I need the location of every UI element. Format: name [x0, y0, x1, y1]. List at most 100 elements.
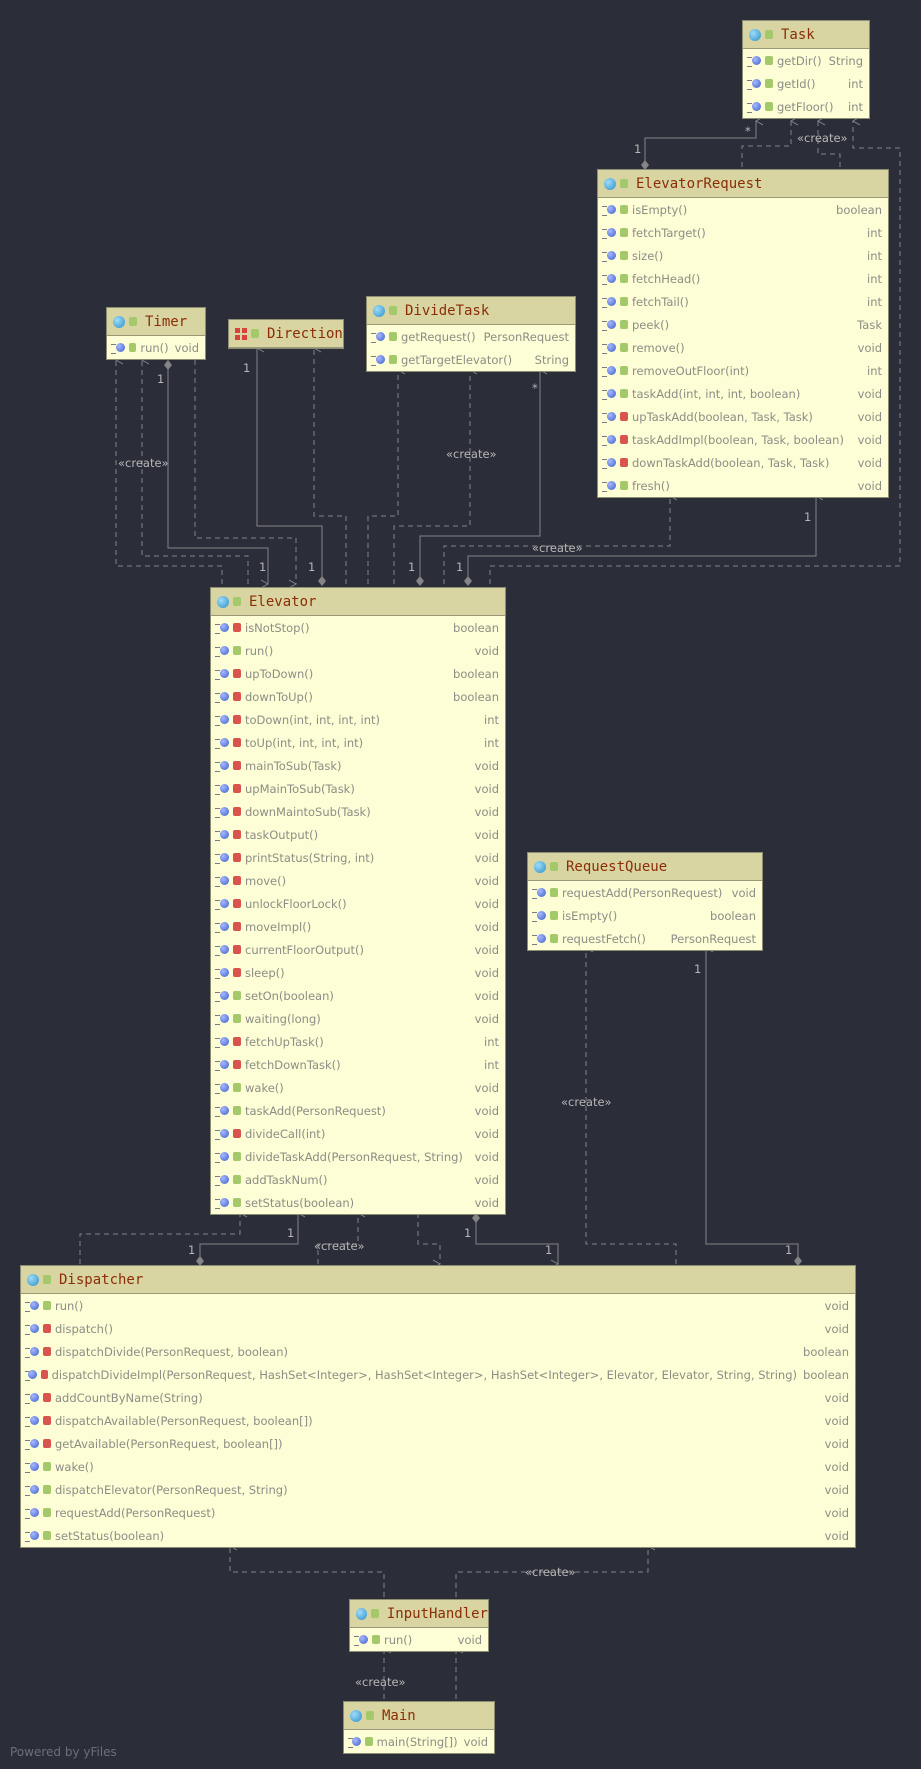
- method-row[interactable]: currentFloorOutput()void: [211, 938, 505, 961]
- method-row[interactable]: getTargetElevator()String: [367, 348, 575, 371]
- public-lock-icon: [129, 317, 137, 326]
- method-row[interactable]: getDir()String: [743, 49, 869, 72]
- edge-label-disp-mult-1b: 1: [287, 1226, 295, 1240]
- method-row[interactable]: dispatch()void: [21, 1317, 855, 1340]
- edge-label-dispatcher-create: «create»: [314, 1239, 365, 1253]
- method-row[interactable]: remove()void: [598, 336, 888, 359]
- method-name: downMaintoSub(Task): [245, 804, 371, 819]
- method-row[interactable]: taskAddImpl(boolean, Task, boolean)void: [598, 428, 888, 451]
- method-row[interactable]: removeOutFloor(int)int: [598, 359, 888, 382]
- method-name: peek(): [632, 317, 670, 332]
- edge-label-disp-mult-1d: 1: [545, 1243, 553, 1257]
- method-row[interactable]: unlockFloorLock()void: [211, 892, 505, 915]
- method-row[interactable]: downToUp()boolean: [211, 685, 505, 708]
- method-row[interactable]: isEmpty()boolean: [528, 904, 762, 927]
- method-name: downTaskAdd(boolean, Task, Task): [632, 455, 830, 470]
- method-row[interactable]: fetchUpTask()int: [211, 1030, 505, 1053]
- method-row[interactable]: isNotStop()boolean: [211, 616, 505, 639]
- method-row[interactable]: sleep()void: [211, 961, 505, 984]
- method-row[interactable]: requestAdd(PersonRequest)void: [528, 881, 762, 904]
- edge-disp-elev-1: [79, 1208, 248, 1264]
- method-icon: [602, 250, 616, 262]
- method-icon: [354, 1634, 368, 1646]
- edge-label-disp-mult-1a: 1: [188, 1243, 196, 1257]
- method-icon: [602, 227, 616, 239]
- method-row[interactable]: upToDown()boolean: [211, 662, 505, 685]
- method-return-type: int: [484, 1034, 499, 1049]
- method-row[interactable]: upMainToSub(Task)void: [211, 777, 505, 800]
- method-row[interactable]: moveImpl()void: [211, 915, 505, 938]
- method-row[interactable]: wake()void: [21, 1455, 855, 1478]
- method-name: setStatus(boolean): [245, 1195, 355, 1210]
- private-lock-icon: [233, 945, 241, 954]
- method-row[interactable]: run()void: [107, 336, 205, 359]
- method-row[interactable]: downMaintoSub(Task)void: [211, 800, 505, 823]
- method-row[interactable]: move()void: [211, 869, 505, 892]
- method-return-type: void: [474, 896, 499, 911]
- method-icon: [25, 1392, 39, 1404]
- class-direction[interactable]: Direction: [228, 319, 344, 349]
- method-row[interactable]: getAvailable(PersonRequest, boolean[])vo…: [21, 1432, 855, 1455]
- method-row[interactable]: getFloor()int: [743, 95, 869, 118]
- method-row[interactable]: requestAdd(PersonRequest)void: [21, 1501, 855, 1524]
- method-row[interactable]: mainToSub(Task)void: [211, 754, 505, 777]
- method-icon: [215, 1197, 229, 1209]
- method-row[interactable]: toDown(int, int, int, int)int: [211, 708, 505, 731]
- method-row[interactable]: downTaskAdd(boolean, Task, Task)void: [598, 451, 888, 474]
- method-row[interactable]: getRequest()PersonRequest: [367, 325, 575, 348]
- method-row[interactable]: taskAdd(PersonRequest)void: [211, 1099, 505, 1122]
- method-row[interactable]: size()int: [598, 244, 888, 267]
- method-row[interactable]: taskAdd(int, int, int, boolean)void: [598, 382, 888, 405]
- method-row[interactable]: run()void: [21, 1294, 855, 1317]
- method-name: toDown(int, int, int, int): [245, 712, 381, 727]
- method-return-type: int: [484, 1057, 499, 1072]
- method-row[interactable]: waiting(long)void: [211, 1007, 505, 1030]
- edge-label-rq-mult-1: 1: [694, 962, 702, 976]
- method-row[interactable]: divideTaskAdd(PersonRequest, String)void: [211, 1145, 505, 1168]
- method-row[interactable]: fetchTail()int: [598, 290, 888, 313]
- method-row[interactable]: isEmpty()boolean: [598, 198, 888, 221]
- method-row[interactable]: addTaskNum()void: [211, 1168, 505, 1191]
- method-row[interactable]: fetchTarget()int: [598, 221, 888, 244]
- method-row[interactable]: addCountByName(String)void: [21, 1386, 855, 1409]
- method-row[interactable]: getId()int: [743, 72, 869, 95]
- method-row[interactable]: toUp(int, int, int, int)int: [211, 731, 505, 754]
- public-lock-icon: [620, 481, 628, 490]
- method-row[interactable]: run()void: [211, 639, 505, 662]
- method-row[interactable]: main(String[])void: [344, 1730, 494, 1753]
- method-return-type: int: [848, 76, 863, 91]
- private-lock-icon: [233, 968, 241, 977]
- method-row[interactable]: setOn(boolean)void: [211, 984, 505, 1007]
- method-row[interactable]: printStatus(String, int)void: [211, 846, 505, 869]
- public-lock-icon: [620, 297, 628, 306]
- method-row[interactable]: run()void: [350, 1628, 488, 1651]
- method-row[interactable]: fresh()void: [598, 474, 888, 497]
- method-row[interactable]: dispatchElevator(PersonRequest, String)v…: [21, 1478, 855, 1501]
- edge-elevreq-create: [443, 491, 678, 584]
- edge-label-elev-in-1a: 1: [259, 560, 267, 574]
- method-row[interactable]: peek()Task: [598, 313, 888, 336]
- method-row[interactable]: dispatchAvailable(PersonRequest, boolean…: [21, 1409, 855, 1432]
- method-row[interactable]: fetchDownTask()int: [211, 1053, 505, 1076]
- method-row[interactable]: requestFetch()PersonRequest: [528, 927, 762, 950]
- method-row[interactable]: dispatchDivide(PersonRequest, boolean)bo…: [21, 1340, 855, 1363]
- method-row[interactable]: wake()void: [211, 1076, 505, 1099]
- method-row[interactable]: setStatus(boolean)void: [21, 1524, 855, 1547]
- method-row[interactable]: divideCall(int)void: [211, 1122, 505, 1145]
- method-row[interactable]: fetchHead()int: [598, 267, 888, 290]
- method-icon: [602, 204, 616, 216]
- method-row[interactable]: taskOutput()void: [211, 823, 505, 846]
- private-lock-icon: [233, 1037, 241, 1046]
- method-row[interactable]: dispatchDivideImpl(PersonRequest, HashSe…: [21, 1363, 855, 1386]
- method-row[interactable]: setStatus(boolean)void: [211, 1191, 505, 1214]
- method-row[interactable]: upTaskAdd(boolean, Task, Task)void: [598, 405, 888, 428]
